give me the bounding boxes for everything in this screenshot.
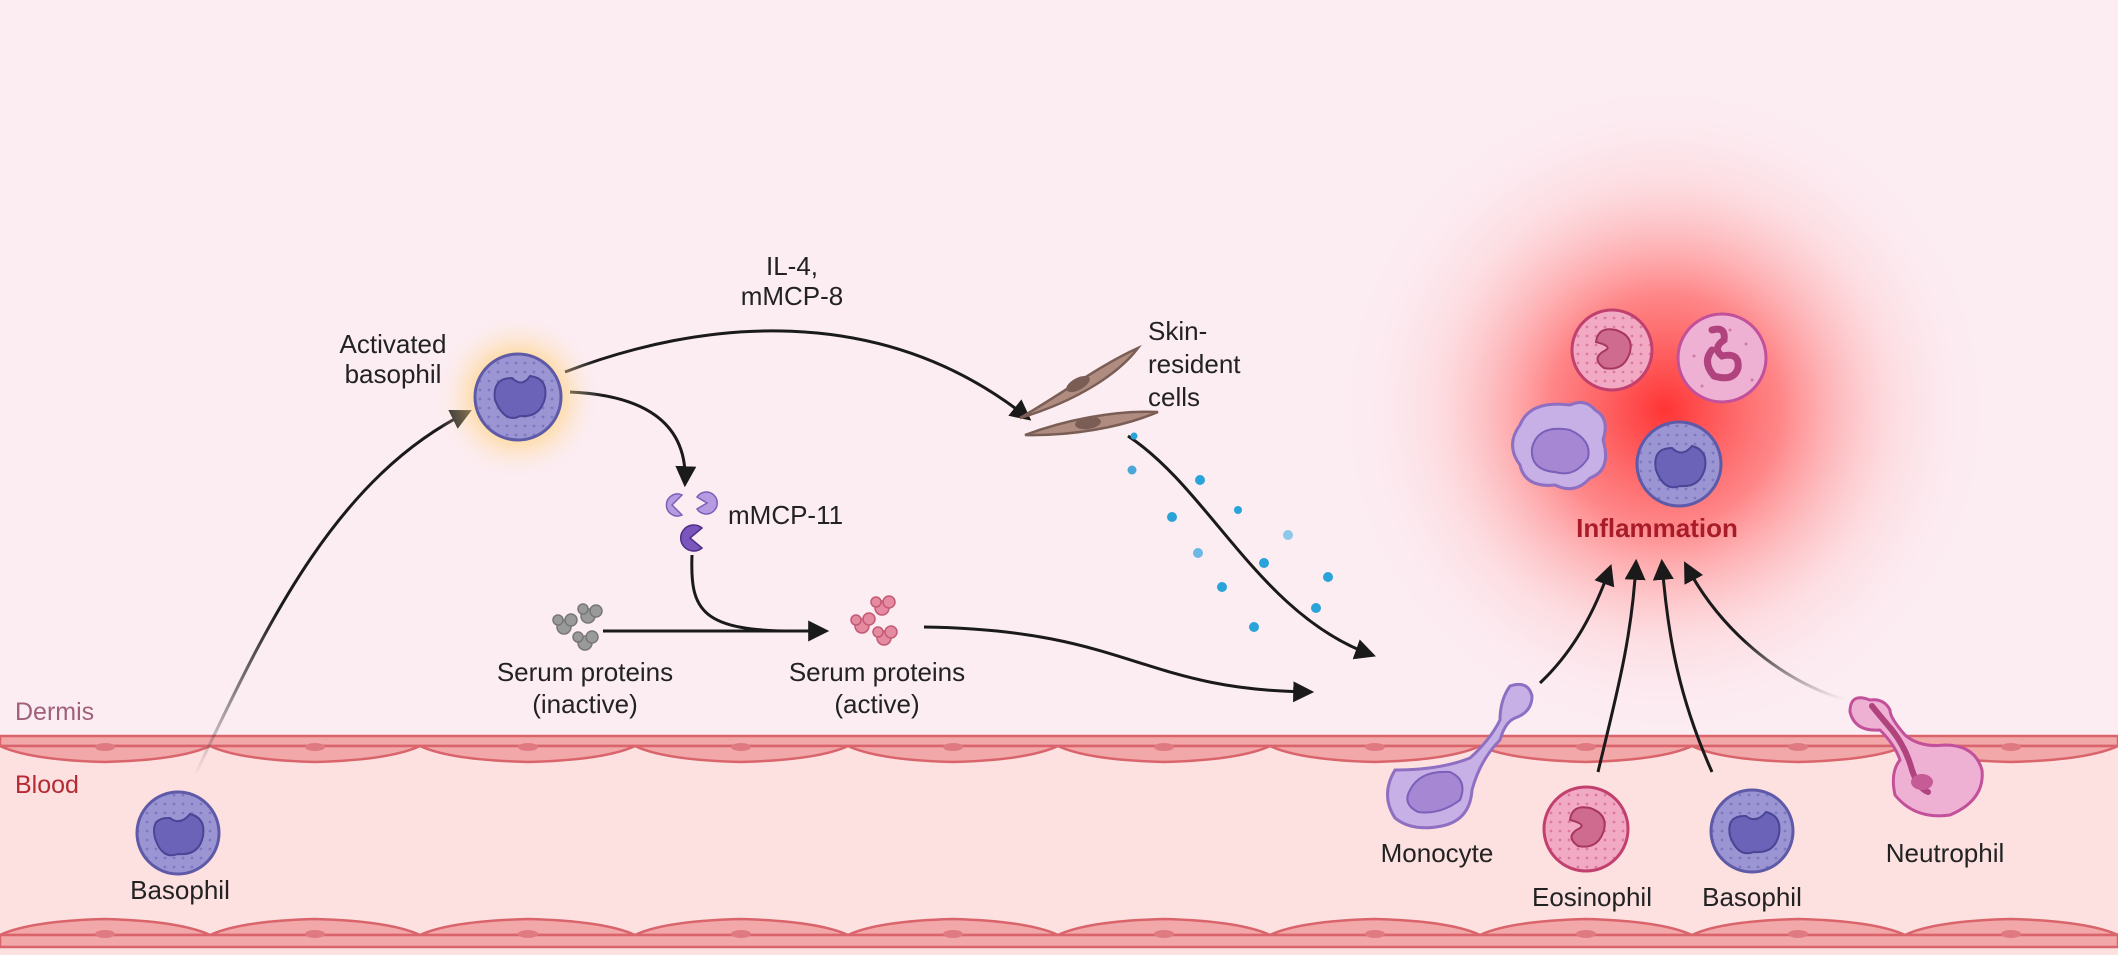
label-serum-active-1: Serum proteins <box>789 657 965 687</box>
eosinophil-infl <box>1570 308 1654 392</box>
secreted-mediators <box>1127 432 1333 632</box>
label-blood: Blood <box>15 771 79 799</box>
serum-proteins-active-icon <box>850 595 898 646</box>
arrow-serum-active-to-inflammation <box>923 625 1315 703</box>
label-neutrophil: Neutrophil <box>1886 838 2005 868</box>
label-basophil-right: Basophil <box>1702 882 1802 912</box>
label-serum-inactive-2: (inactive) <box>532 689 637 719</box>
neutrophil-transmigrating <box>1848 696 1984 818</box>
serum-proteins-inactive-icon <box>552 603 603 651</box>
inflammation-glow <box>1335 80 1995 740</box>
label-il4: IL-4, <box>766 251 818 281</box>
label-serum-inactive-1: Serum proteins <box>497 657 673 687</box>
arrow-basophil-to-activated <box>193 410 472 776</box>
label-mmcp8: mMCP-8 <box>741 281 844 311</box>
eosinophil-blood <box>1542 785 1630 873</box>
label-serum-active-2: (active) <box>834 689 919 719</box>
basophil-right-blood <box>1709 788 1795 874</box>
mmcp11-proteases <box>665 491 718 552</box>
arrow-monocyte-to-inflammation <box>1538 564 1615 685</box>
arrow-eosinophil-to-inflammation <box>1596 558 1646 773</box>
label-eosinophil: Eosinophil <box>1532 882 1652 912</box>
monocyte-infl <box>1511 400 1608 491</box>
label-skin-resident-2: resident <box>1148 349 1241 379</box>
basophil-left-cell <box>135 790 221 876</box>
vessel-wall-top <box>0 734 2118 764</box>
neutrophil-infl <box>1676 312 1768 404</box>
label-mmcp11: mMCP-11 <box>728 500 843 530</box>
inflammation-cells <box>1511 308 1768 508</box>
basophil-infl <box>1635 420 1723 508</box>
label-skin-resident-1: Skin- <box>1148 316 1207 346</box>
label-monocyte: Monocyte <box>1381 838 1494 868</box>
label-activated-basophil-2: basophil <box>345 359 442 389</box>
label-inflammation: Inflammation <box>1576 513 1738 543</box>
arrow-neutrophil-to-inflammation <box>1684 561 1846 702</box>
label-dermis: Dermis <box>15 698 94 726</box>
label-activated-basophil-1: Activated <box>340 329 447 359</box>
monocyte-transmigrating <box>1386 682 1534 830</box>
arrow-activated-to-skin-cells <box>564 329 1032 421</box>
skin-resident-cells <box>1019 344 1159 437</box>
vessel-wall-bottom <box>0 917 2118 949</box>
arrow-basophil-to-inflammation <box>1652 558 1714 773</box>
activated-basophil <box>433 312 603 482</box>
label-basophil-left: Basophil <box>130 875 230 905</box>
arrow-skin-cells-to-inflammation <box>1127 434 1376 660</box>
labels: IL-4, mMCP-8 Activated basophil Skin- re… <box>15 251 2004 912</box>
label-skin-resident-3: cells <box>1148 382 1200 412</box>
